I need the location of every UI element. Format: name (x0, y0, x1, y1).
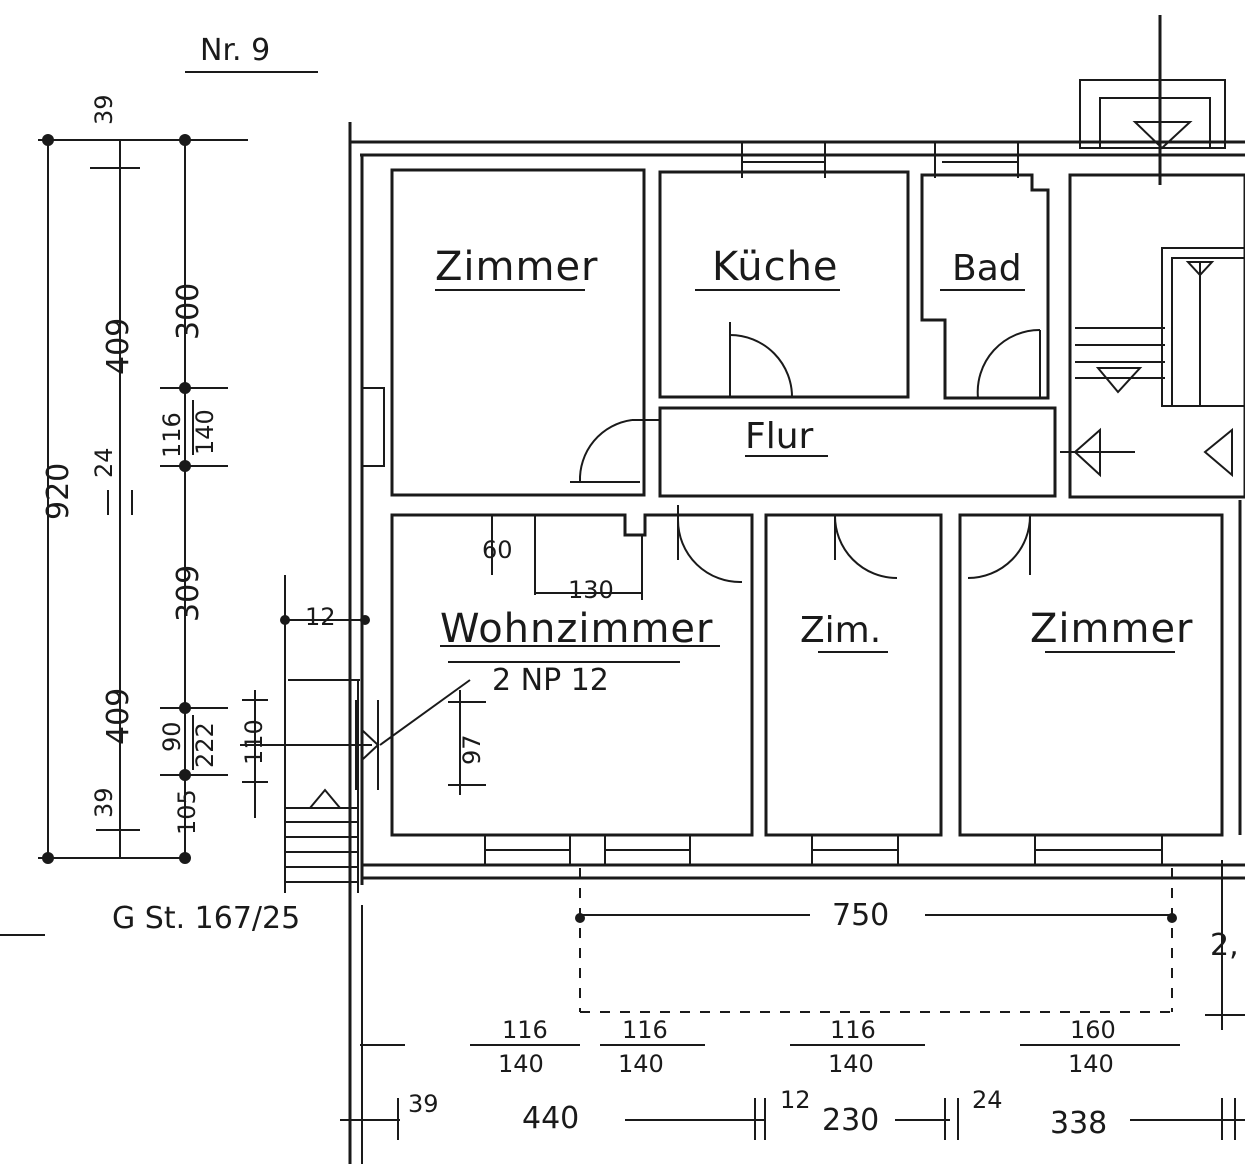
chain-dim-39: 39 (408, 1090, 439, 1118)
bottom-dimension-lines (340, 860, 1245, 1164)
dim-wz-60: 60 (482, 536, 513, 564)
dim-inner-bottom-105: 105 (173, 789, 201, 835)
dim-left-upper-409: 409 (101, 318, 136, 375)
window-dim-3-top: 116 (830, 1016, 876, 1044)
room-label-zimmer-top: Zimmer (435, 244, 599, 290)
chain-dim-24: 24 (972, 1086, 1003, 1114)
chain-dim-12: 12 (780, 1086, 811, 1114)
chain-dim-338: 338 (1050, 1106, 1107, 1141)
radiator-note: 2 NP 12 (492, 663, 609, 698)
dim-bottom-750: 750 (832, 898, 889, 933)
dim-inner-win-116: 116 (158, 412, 186, 458)
dim-wz-97: 97 (458, 734, 486, 765)
dim-inner-win-90: 90 (158, 721, 186, 752)
room-label-wohnzimmer: Wohnzimmer (440, 606, 713, 652)
dim-inner-win-140: 140 (191, 409, 219, 455)
window-dim-4-bottom: 140 (1068, 1050, 1114, 1078)
lower-room-walls (390, 500, 1242, 837)
top-windows (741, 142, 1019, 178)
dim-left-joint-24: 24 (90, 447, 118, 478)
dim-left-lower-409: 409 (101, 688, 136, 745)
dim-inner-top-300: 300 (171, 283, 206, 340)
window-dim-1-bottom: 140 (498, 1050, 544, 1078)
dim-left-bottom-39: 39 (90, 787, 118, 818)
balcony-element (1079, 15, 1226, 185)
window-dim-3-bottom: 140 (828, 1050, 874, 1078)
dim-left-total-920: 920 (41, 463, 76, 520)
room-label-bad: Bad (952, 248, 1022, 289)
window-dim-2-top: 116 (622, 1016, 668, 1044)
upper-doors (570, 322, 1041, 483)
room-label-zim: Zim. (800, 610, 881, 651)
room-label-flur: Flur (745, 416, 814, 457)
bottom-windows (484, 835, 1163, 865)
room-label-zimmer-right: Zimmer (1030, 606, 1194, 652)
window-dim-1-top: 116 (502, 1016, 548, 1044)
chain-dim-440: 440 (522, 1101, 579, 1136)
left-dimension-chains (0, 134, 248, 936)
dim-wz-130: 130 (568, 576, 614, 604)
dim-left-top-39: 39 (90, 94, 118, 125)
chain-dim-230: 230 (822, 1103, 879, 1138)
lower-doors (677, 505, 1032, 584)
dim-inner-win-222: 222 (191, 722, 219, 768)
exterior-walls (348, 122, 1245, 1164)
parcel-number: G St. 167/25 (112, 901, 300, 936)
dim-wz-110: 110 (240, 719, 268, 765)
window-dim-2-bottom: 140 (618, 1050, 664, 1078)
room-label-kueche: Küche (712, 244, 839, 290)
wohnzimmer-marks (280, 515, 680, 795)
plan-title: Nr. 9 (200, 33, 270, 68)
dim-inner-mid-309: 309 (171, 565, 206, 622)
window-dim-4-top: 160 (1070, 1016, 1116, 1044)
dim-bottom-right: 2, (1210, 928, 1239, 963)
dim-wz-12: 12 (305, 603, 336, 631)
room-walls (390, 168, 1245, 499)
exterior-stair (240, 575, 372, 893)
